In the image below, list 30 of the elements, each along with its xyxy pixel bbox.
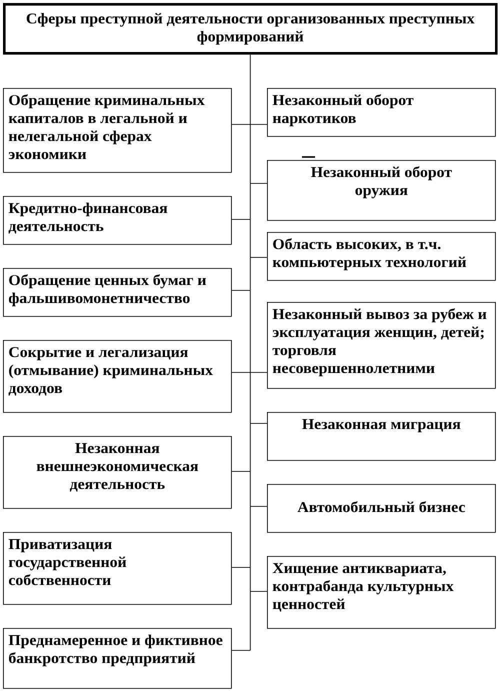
- category-box: Незаконная миграция: [267, 412, 496, 461]
- connector-line: [231, 290, 251, 291]
- connector-line: [231, 124, 251, 125]
- category-box: Кредитно-финансовая деятельность: [3, 196, 232, 245]
- category-box: Обращение криминальных капиталов в легальной и нелегальной сферах экономики: [3, 88, 232, 173]
- connector-line: [250, 257, 268, 258]
- heading-box: Сферы преступной деятельности организованных преступных формирований: [3, 3, 498, 55]
- category-box: Область высоких, в т.ч. компьютерных технологий: [267, 232, 496, 281]
- category-box: Незаконный вывоз за рубеж и эксплуатация женщин, детей; торговля несовершеннолетними: [267, 302, 496, 389]
- connector-line: [250, 124, 268, 125]
- category-box: Незаконный оборот оружия: [267, 160, 496, 221]
- category-box: Приватизация государственной собственности: [3, 532, 232, 605]
- connector-line: [231, 372, 251, 373]
- category-box: Сокрытие и легализация (отмывание) криминальных доходов: [3, 340, 232, 413]
- category-box: Незаконная внешнеэкономическая деятельность: [3, 436, 232, 509]
- category-box: Преднамеренное и фиктивное банкротство предприятий: [3, 628, 232, 689]
- connector-line: [250, 506, 268, 507]
- connector-line: [250, 372, 268, 373]
- connector-line: [231, 219, 251, 220]
- category-box: Хищение антиквариата, контрабанда культурных ценностей: [267, 556, 496, 629]
- category-box: Автомобильный бизнес: [267, 484, 496, 533]
- connector-line: [231, 650, 251, 651]
- connector-line: [231, 471, 251, 472]
- connector-line: [250, 54, 251, 651]
- connector-line: [250, 591, 268, 592]
- connector-line: [250, 183, 268, 184]
- category-box: Незаконный оборот наркотиков: [267, 88, 496, 137]
- connector-line: [231, 567, 251, 568]
- category-box: Обращение ценных бумаг и фальшивомонетничество: [3, 268, 232, 317]
- connector-line: [250, 423, 268, 424]
